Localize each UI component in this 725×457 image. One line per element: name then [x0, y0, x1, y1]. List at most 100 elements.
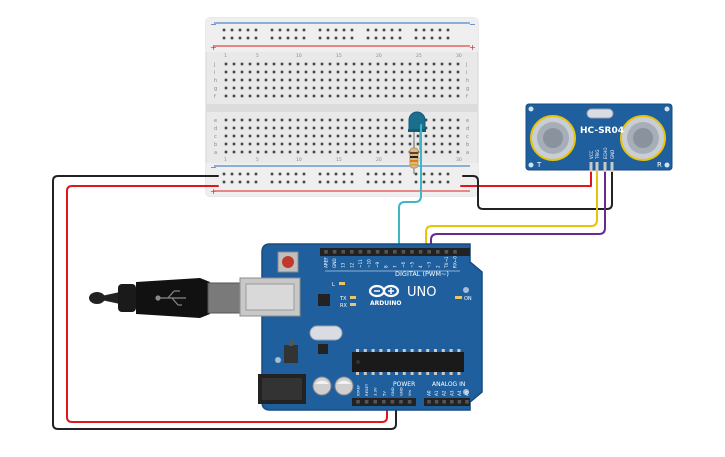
breadboard-hole[interactable] [336, 126, 340, 130]
rail-hole[interactable] [414, 36, 418, 40]
breadboard-hole[interactable] [272, 86, 276, 90]
rail-hole[interactable] [246, 180, 250, 184]
breadboard-hole[interactable] [440, 62, 444, 66]
breadboard-hole[interactable] [432, 62, 436, 66]
breadboard-hole[interactable] [392, 86, 396, 90]
breadboard-hole[interactable] [248, 118, 252, 122]
rail-hole[interactable] [382, 28, 386, 32]
breadboard-hole[interactable] [424, 86, 428, 90]
rail-hole[interactable] [390, 36, 394, 40]
rail-hole[interactable] [270, 28, 274, 32]
rail-hole[interactable] [246, 36, 250, 40]
rail-hole[interactable] [286, 172, 290, 176]
breadboard-hole[interactable] [312, 150, 316, 154]
rail-hole[interactable] [302, 36, 306, 40]
power-pin-hole[interactable] [373, 400, 377, 404]
breadboard-hole[interactable] [232, 78, 236, 82]
breadboard-hole[interactable] [384, 150, 388, 154]
breadboard-hole[interactable] [304, 62, 308, 66]
rail-hole[interactable] [334, 172, 338, 176]
sensor-pin[interactable] [610, 162, 614, 172]
breadboard-hole[interactable] [256, 62, 260, 66]
breadboard-hole[interactable] [232, 134, 236, 138]
breadboard-hole[interactable] [248, 150, 252, 154]
breadboard-hole[interactable] [256, 94, 260, 98]
breadboard-hole[interactable] [456, 70, 460, 74]
breadboard-hole[interactable] [296, 126, 300, 130]
breadboard-hole[interactable] [232, 150, 236, 154]
breadboard-hole[interactable] [232, 62, 236, 66]
rail-hole[interactable] [334, 28, 338, 32]
rail-hole[interactable] [230, 36, 234, 40]
wire-gnd-black[interactable] [52, 175, 397, 430]
breadboard-hole[interactable] [240, 150, 244, 154]
analog-pin-hole[interactable] [457, 400, 462, 404]
breadboard-hole[interactable] [288, 94, 292, 98]
rail-hole[interactable] [238, 172, 242, 176]
breadboard-hole[interactable] [392, 78, 396, 82]
breadboard-hole[interactable] [232, 86, 236, 90]
breadboard-hole[interactable] [272, 118, 276, 122]
breadboard-hole[interactable] [296, 134, 300, 138]
rail-hole[interactable] [222, 36, 226, 40]
breadboard-hole[interactable] [416, 70, 420, 74]
breadboard-hole[interactable] [424, 142, 428, 146]
breadboard-hole[interactable] [400, 94, 404, 98]
breadboard-hole[interactable] [416, 62, 420, 66]
breadboard-hole[interactable] [240, 94, 244, 98]
breadboard-hole[interactable] [448, 62, 452, 66]
breadboard-hole[interactable] [368, 126, 372, 130]
rail-hole[interactable] [374, 28, 378, 32]
breadboard-hole[interactable] [408, 78, 412, 82]
rail-hole[interactable] [302, 172, 306, 176]
breadboard-hole[interactable] [432, 78, 436, 82]
power-pin-hole[interactable] [382, 400, 386, 404]
analog-pin-hole[interactable] [465, 400, 469, 404]
breadboard-hole[interactable] [376, 142, 380, 146]
breadboard-hole[interactable] [408, 134, 412, 138]
breadboard-hole[interactable] [296, 78, 300, 82]
digital-pin-hole[interactable] [341, 250, 345, 254]
rail-hole[interactable] [278, 36, 282, 40]
breadboard-hole[interactable] [384, 126, 388, 130]
breadboard-hole[interactable] [384, 62, 388, 66]
breadboard-hole[interactable] [272, 78, 276, 82]
breadboard-hole[interactable] [416, 94, 420, 98]
rail-hole[interactable] [382, 180, 386, 184]
breadboard-hole[interactable] [344, 118, 348, 122]
rail-hole[interactable] [254, 28, 258, 32]
breadboard-hole[interactable] [456, 118, 460, 122]
wire-echo-purple[interactable] [430, 164, 606, 252]
breadboard-hole[interactable] [360, 150, 364, 154]
sensor-pin[interactable] [603, 162, 607, 172]
breadboard-hole[interactable] [456, 78, 460, 82]
breadboard-hole[interactable] [408, 94, 412, 98]
breadboard-hole[interactable] [448, 134, 452, 138]
breadboard-hole[interactable] [440, 126, 444, 130]
breadboard-hole[interactable] [336, 62, 340, 66]
breadboard-hole[interactable] [384, 70, 388, 74]
breadboard-hole[interactable] [352, 94, 356, 98]
breadboard-hole[interactable] [280, 62, 284, 66]
digital-pin-hole[interactable] [358, 250, 363, 254]
breadboard-hole[interactable] [416, 78, 420, 82]
digital-pin-hole[interactable] [324, 250, 328, 254]
breadboard-hole[interactable] [312, 94, 316, 98]
rail-hole[interactable] [366, 36, 370, 40]
breadboard-hole[interactable] [280, 134, 284, 138]
rail-hole[interactable] [294, 180, 298, 184]
breadboard-hole[interactable] [272, 94, 276, 98]
digital-pin-hole[interactable] [427, 250, 431, 254]
breadboard-hole[interactable] [256, 126, 260, 130]
breadboard-hole[interactable] [376, 70, 380, 74]
rail-hole[interactable] [286, 36, 290, 40]
breadboard-hole[interactable] [224, 134, 228, 138]
breadboard-hole[interactable] [400, 70, 404, 74]
breadboard-hole[interactable] [312, 70, 316, 74]
breadboard-hole[interactable] [288, 126, 292, 130]
breadboard-hole[interactable] [264, 142, 268, 146]
rail-hole[interactable] [326, 180, 330, 184]
breadboard-hole[interactable] [320, 62, 324, 66]
breadboard-hole[interactable] [288, 118, 292, 122]
breadboard-hole[interactable] [288, 150, 292, 154]
